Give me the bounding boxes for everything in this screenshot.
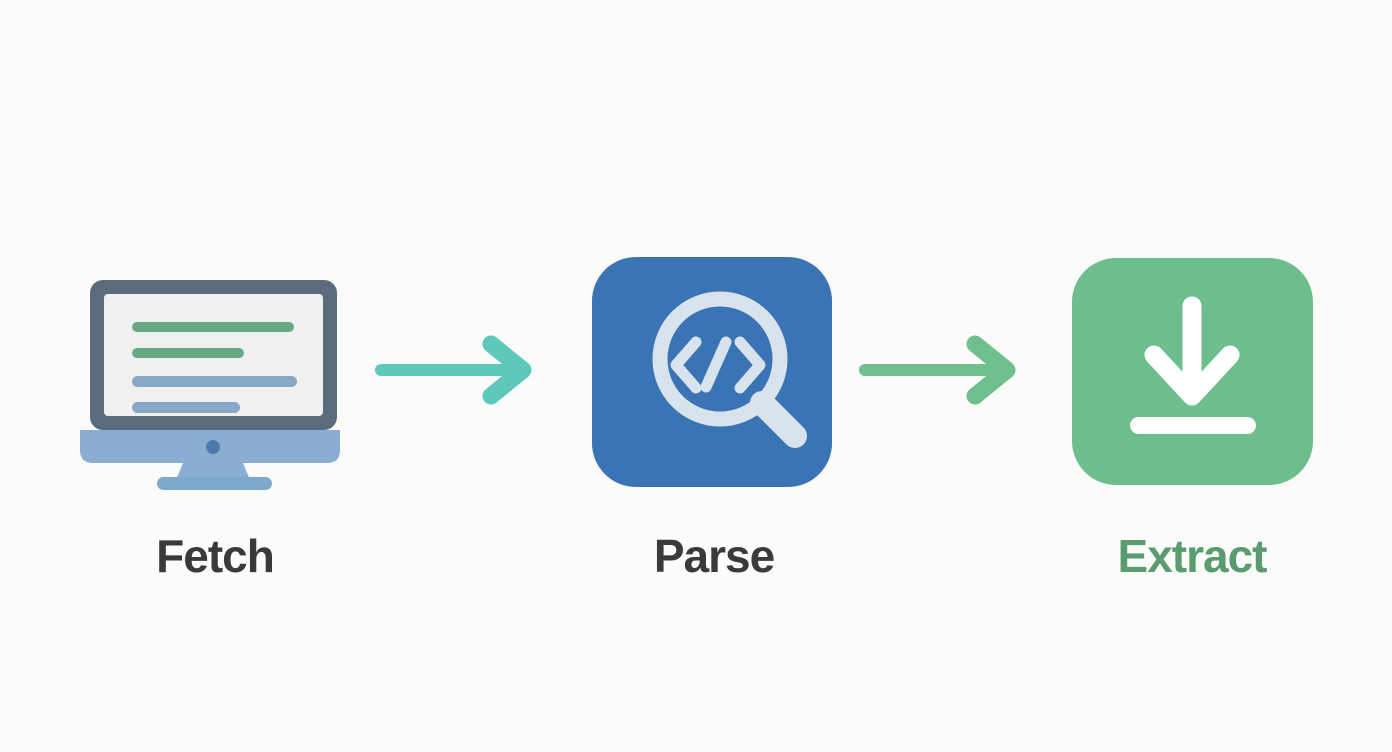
arrow-right-icon [375,335,532,405]
step-extract [1072,258,1313,485]
text-line-icon [132,322,294,332]
code-brackets-glyph [670,336,766,394]
magnifier-handle [750,391,807,448]
monitor-icon [80,280,340,490]
text-line-icon [132,348,244,358]
magnifier-code-icon [592,257,832,487]
power-dot-icon [206,440,220,454]
step-label-parse: Parse [653,530,775,582]
monitor-stand [176,463,250,480]
step-label-extract: Extract [1117,530,1268,582]
monitor-foot [157,477,272,490]
step-parse [592,257,832,487]
download-arrow-icon [1072,258,1313,485]
magnifier-lens [652,291,788,427]
download-tray-bar [1130,417,1256,434]
text-line-icon [132,402,240,413]
download-arrow-head [1144,345,1240,406]
step-label-fetch: Fetch [156,530,275,582]
arrow-right-icon [859,335,1016,405]
step-fetch [80,278,340,493]
text-line-icon [132,376,297,387]
